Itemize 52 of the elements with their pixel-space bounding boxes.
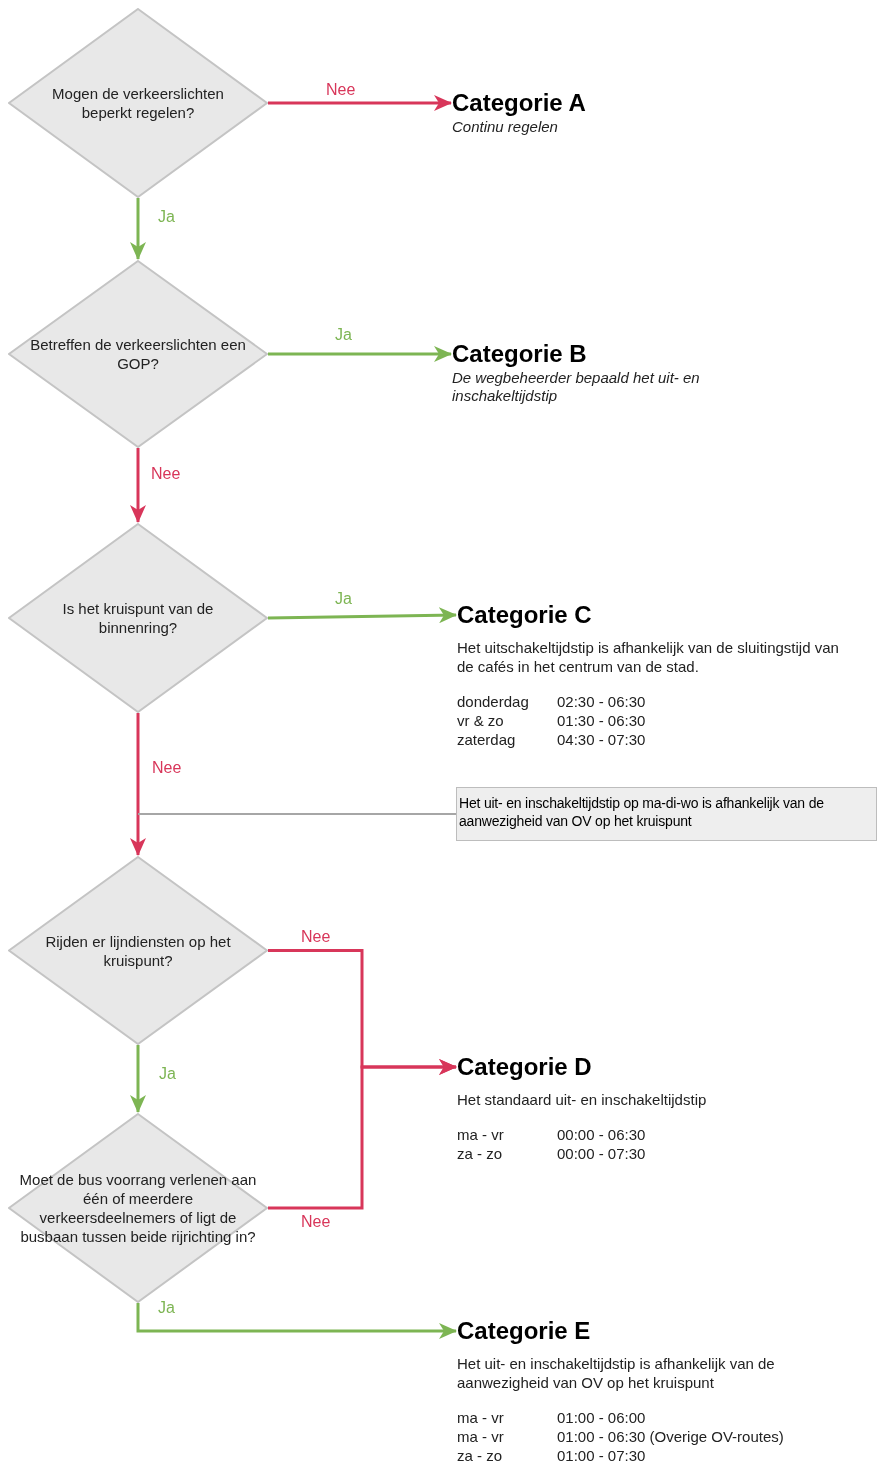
edge-label: Nee	[151, 464, 181, 484]
decision-text: Rijden er lijndiensten op het kruispunt?	[44, 931, 232, 970]
table-cell-text: 01:00 - 07:30	[557, 1446, 647, 1465]
flow-arrow	[268, 95, 452, 111]
edge-label: Ja	[158, 207, 175, 227]
edge-label: Nee	[326, 80, 356, 100]
table-cell-text: za - zo	[457, 1446, 503, 1465]
flow-arrow	[130, 448, 146, 523]
flow-arrow	[268, 1059, 457, 1210]
table-cell-text: zaterdag	[457, 730, 517, 749]
edge-label: Nee	[152, 758, 182, 778]
flow-arrow	[130, 1045, 146, 1113]
category-heading: Categorie C	[457, 600, 593, 630]
table-cell-text: 04:30 - 07:30	[557, 730, 647, 749]
table-cell-text: ma - vr	[457, 1408, 505, 1427]
decision-text: Moet de bus voorrang verlenen aan één of meerdere verkeersdeelnemers of ligt de busbaan tussen beide rijrichting in?	[18, 1170, 258, 1246]
edge-label: Ja	[159, 1064, 176, 1084]
table-cell-text: ma - vr	[457, 1125, 505, 1144]
table-cell-text: 00:00 - 07:30	[557, 1144, 647, 1163]
flow-arrow	[267, 607, 457, 624]
table-cell-text: ma - vr	[457, 1427, 505, 1446]
table-cell-text: 01:30 - 06:30	[557, 711, 647, 730]
connector-line	[137, 813, 457, 815]
table-cell-text: za - zo	[457, 1144, 503, 1163]
category-heading: Categorie D	[457, 1052, 593, 1082]
flow-arrow	[136, 1303, 457, 1339]
category-description: Het standaard uit- en inschakeltijdstip	[457, 1090, 708, 1109]
category-heading: Categorie A	[452, 88, 587, 118]
edge-label: Nee	[301, 927, 331, 947]
decision-text: Is het kruispunt van de binnenring?	[61, 599, 215, 637]
table-cell-text: 02:30 - 06:30	[557, 692, 647, 711]
category-description: De wegbeheerder bepaald het uit- en inschakeltijdstip	[452, 369, 701, 405]
decision-text: Betreffen de verkeerslichten een GOP?	[29, 335, 247, 373]
note-box: Het uit- en inschakeltijdstip op ma-di-wo is afhankelijk van de aanwezigheid van OV op het kruispunt	[456, 787, 877, 841]
category-description: Het uitschakeltijdstip is afhankelijk van de sluitingstijd van de cafés in het centrum van de stad.	[457, 638, 840, 676]
table-cell-text: 00:00 - 06:30	[557, 1125, 647, 1144]
table-cell-text: vr & zo	[457, 711, 505, 730]
table-cell-text: 01:00 - 06:00	[557, 1408, 647, 1427]
flow-arrow	[130, 198, 146, 260]
flow-arrow	[268, 346, 452, 362]
edge-label: Nee	[301, 1212, 331, 1232]
category-heading: Categorie B	[452, 339, 588, 369]
category-heading: Categorie E	[457, 1316, 592, 1346]
category-description: Het uit- en inschakeltijdstip is afhankelijk van de aanwezigheid van OV op het kruispunt	[457, 1354, 776, 1392]
edge-label: Ja	[158, 1298, 175, 1318]
flow-arrow	[130, 713, 146, 856]
edge-label: Ja	[335, 589, 352, 609]
category-description: Continu regelen	[452, 118, 559, 136]
edge-label: Ja	[335, 325, 352, 345]
table-cell-text: 01:00 - 06:30 (Overige OV-routes)	[557, 1427, 785, 1446]
table-cell-text: donderdag	[457, 692, 530, 711]
decision-text: Mogen de verkeerslichten beperkt regelen?	[51, 84, 225, 122]
